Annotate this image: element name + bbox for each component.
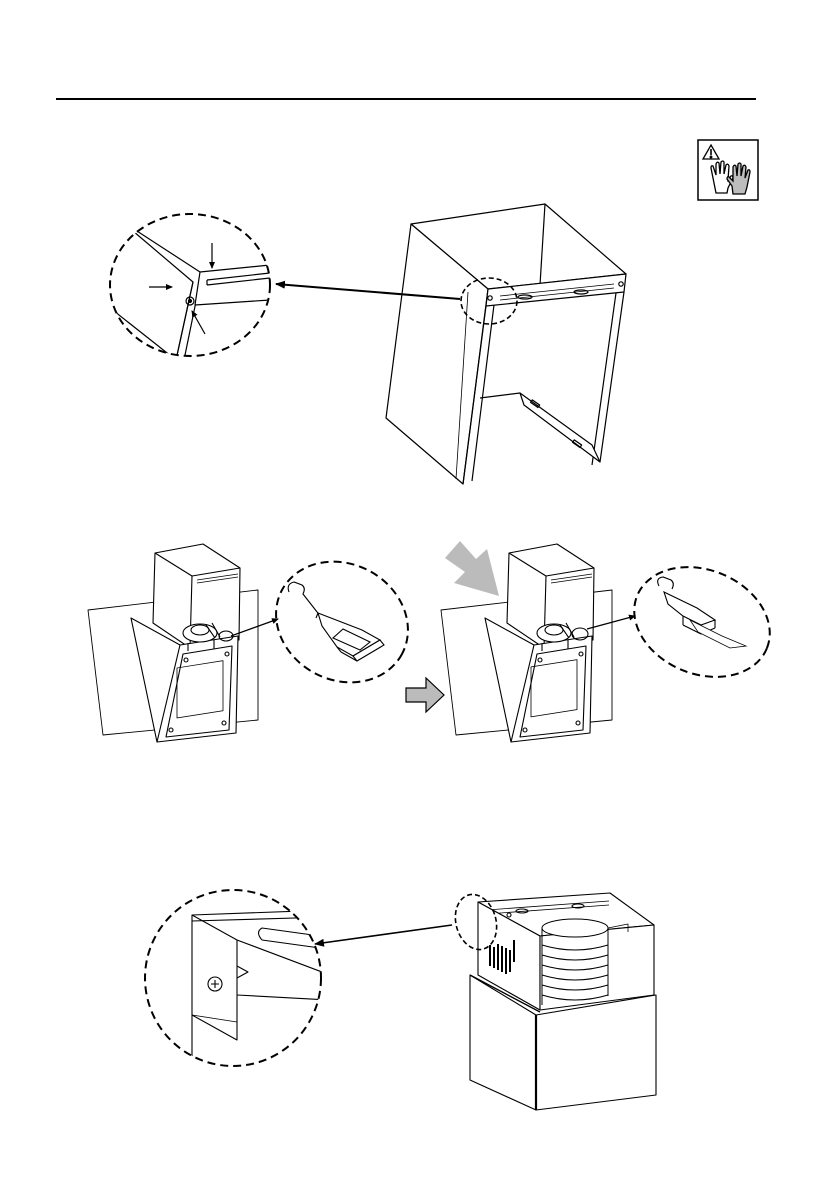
callout-arrow-3 (315, 925, 452, 944)
figure-2a (88, 544, 278, 742)
detail-callout-2 (255, 539, 430, 705)
chimney-cover (449, 890, 656, 1110)
locking-bracket-closed (288, 582, 384, 661)
push-arrow (445, 541, 499, 596)
figure-1 (100, 204, 626, 484)
safety-gloves-icon (698, 140, 758, 200)
chimney-frame (386, 204, 626, 484)
detail-callout-3 (618, 548, 787, 697)
detail-callout-1 (100, 214, 270, 360)
detail-callout-4 (145, 890, 330, 1070)
locking-bracket-open (658, 577, 746, 648)
step-arrow (406, 678, 444, 712)
figure-3 (145, 890, 656, 1110)
